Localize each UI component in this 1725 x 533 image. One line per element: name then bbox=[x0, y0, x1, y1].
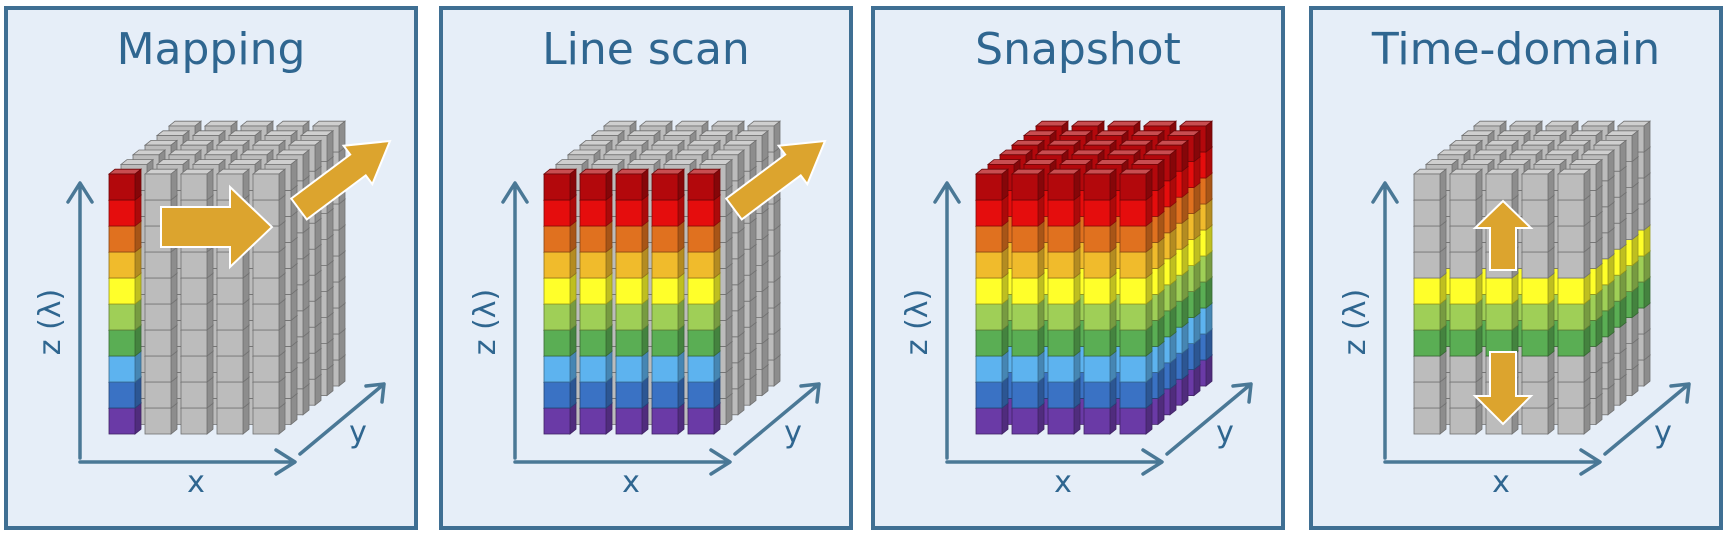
y-axis-arrow bbox=[733, 382, 821, 456]
x-axis-label: x bbox=[1492, 465, 1510, 500]
voxel bbox=[1166, 129, 1202, 163]
right-arrow-icon bbox=[160, 184, 274, 270]
voxel bbox=[974, 168, 1010, 201]
voxel bbox=[1412, 272, 1448, 305]
panel-time-domain: Time-domain x y z (λ) bbox=[1309, 6, 1723, 530]
x-axis-label: x bbox=[622, 465, 640, 500]
z-axis-label: z (λ) bbox=[468, 289, 503, 355]
voxel bbox=[542, 168, 578, 201]
diagonal-arrow-icon bbox=[724, 139, 827, 221]
voxel bbox=[107, 168, 143, 201]
voxel bbox=[614, 246, 650, 279]
voxel bbox=[974, 350, 1010, 383]
panel-frame bbox=[1309, 6, 1723, 530]
voxel bbox=[1448, 168, 1484, 201]
panel-snapshot: Snapshot x y z (λ) bbox=[871, 6, 1285, 530]
x-axis-label: x bbox=[1054, 465, 1072, 500]
down-arrow-icon bbox=[1472, 351, 1534, 426]
z-axis-arrow bbox=[933, 181, 961, 460]
voxel bbox=[542, 272, 578, 305]
scan-arrows bbox=[1472, 199, 1534, 426]
voxel bbox=[578, 194, 614, 227]
voxel bbox=[578, 168, 614, 201]
x-axis-arrow bbox=[513, 448, 732, 476]
z-axis-arrow bbox=[501, 181, 529, 460]
voxel-cube bbox=[542, 120, 782, 435]
voxel bbox=[578, 402, 614, 435]
z-axis-label: z (λ) bbox=[1338, 289, 1373, 355]
voxel-cube bbox=[974, 120, 1214, 435]
voxel bbox=[1556, 168, 1592, 201]
y-axis-label: y bbox=[784, 415, 802, 450]
voxel bbox=[1412, 194, 1448, 227]
y-axis-arrow bbox=[1603, 382, 1691, 456]
x-axis-arrow bbox=[78, 448, 297, 476]
panel-title: Time-domain bbox=[1371, 24, 1660, 75]
voxel bbox=[1082, 168, 1118, 201]
scan-arrows bbox=[724, 139, 827, 221]
voxel bbox=[1118, 350, 1154, 383]
scan-arrows bbox=[160, 139, 392, 270]
panel-mapping: Mapping x y z (λ) bbox=[4, 6, 418, 530]
voxel bbox=[1082, 324, 1118, 357]
voxel bbox=[614, 168, 650, 201]
voxel bbox=[1082, 246, 1118, 279]
y-axis-label: y bbox=[1216, 415, 1234, 450]
voxel bbox=[1520, 168, 1556, 201]
voxel bbox=[614, 272, 650, 305]
voxel bbox=[179, 168, 215, 201]
voxel-cube bbox=[107, 120, 347, 435]
panel-title: Snapshot bbox=[975, 24, 1181, 75]
x-axis-arrow bbox=[945, 448, 1164, 476]
y-axis-arrow bbox=[298, 382, 386, 456]
z-axis-label: z (λ) bbox=[33, 289, 68, 355]
voxel bbox=[578, 324, 614, 357]
voxel bbox=[143, 168, 179, 201]
voxel bbox=[1010, 168, 1046, 201]
voxel-cube bbox=[1412, 120, 1652, 435]
panel-title: Mapping bbox=[117, 24, 306, 75]
diagonal-arrow-icon bbox=[289, 139, 392, 221]
z-axis-arrow bbox=[1371, 181, 1399, 460]
panel-title: Line scan bbox=[542, 24, 750, 75]
voxel bbox=[686, 168, 722, 201]
y-axis-arrow bbox=[1165, 382, 1253, 456]
voxel bbox=[251, 168, 287, 201]
x-axis-label: x bbox=[187, 465, 205, 500]
up-arrow-icon bbox=[1472, 199, 1534, 271]
voxel bbox=[650, 168, 686, 201]
z-axis-arrow bbox=[66, 181, 94, 460]
y-axis-label: y bbox=[1654, 415, 1672, 450]
voxel bbox=[1412, 168, 1448, 201]
x-axis-arrow bbox=[1383, 448, 1602, 476]
voxel bbox=[1448, 194, 1484, 227]
z-axis-label: z (λ) bbox=[900, 289, 935, 355]
voxel bbox=[614, 402, 650, 435]
panel-line-scan: Line scan x y z (λ) bbox=[439, 6, 853, 530]
y-axis-label: y bbox=[349, 415, 367, 450]
voxel bbox=[1046, 168, 1082, 201]
voxel bbox=[1484, 168, 1520, 201]
voxel bbox=[1118, 168, 1154, 201]
